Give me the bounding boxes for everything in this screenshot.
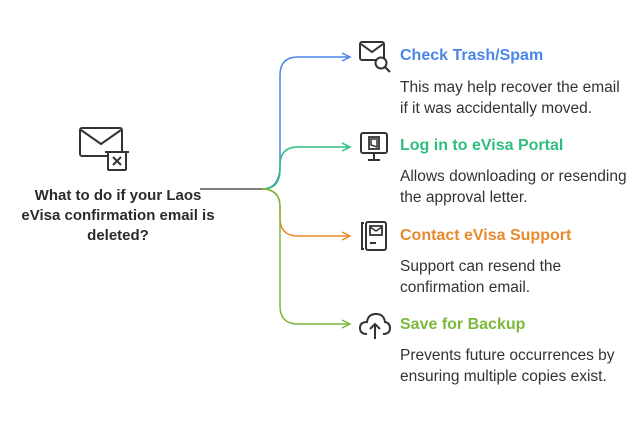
mail-search-icon xyxy=(359,41,391,73)
branch-title-support: Contact eVisa Support xyxy=(400,227,572,244)
branch-title-check-trash: Check Trash/Spam xyxy=(400,47,544,64)
branch-desc-backup: Prevents future occurrences by ensuring … xyxy=(400,347,615,385)
branch-desc-portal: Allows downloading or resending the appr… xyxy=(400,168,627,206)
contact-support-icon xyxy=(361,221,387,251)
branch-line-4 xyxy=(261,188,348,325)
cloud-upload-icon xyxy=(358,312,392,339)
portal-monitor-icon xyxy=(360,132,388,161)
arrowhead-3 xyxy=(341,231,352,241)
arrowhead-2 xyxy=(341,142,352,152)
branch-line-1 xyxy=(261,56,348,190)
branch-line-3 xyxy=(261,188,348,237)
arrowhead-1 xyxy=(341,52,352,62)
branch-line-2 xyxy=(261,146,348,190)
branch-desc-support: Support can resend the confirmation emai… xyxy=(400,258,562,296)
branch-title-backup: Save for Backup xyxy=(400,316,526,333)
arrowhead-4 xyxy=(341,319,352,329)
branch-desc-check-trash: This may help recover the email if it wa… xyxy=(400,79,620,117)
deleted-mail-icon xyxy=(79,127,129,171)
branch-title-portal: Log in to eVisa Portal xyxy=(400,137,564,154)
root-question: What to do if your Laos eVisa confirmati… xyxy=(21,187,215,244)
